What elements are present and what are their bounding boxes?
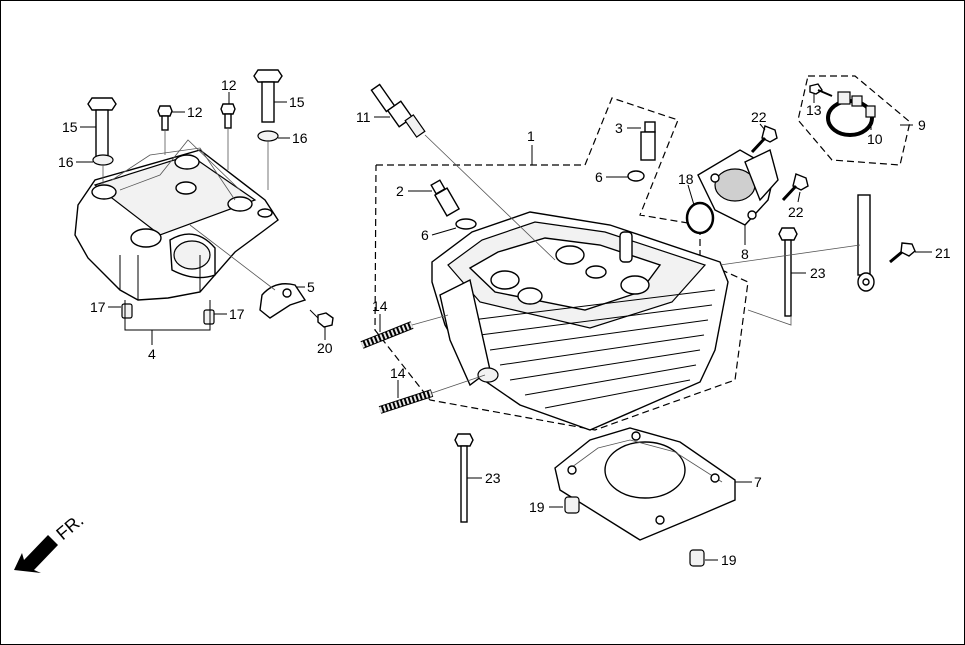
o-ring-6-right bbox=[627, 170, 645, 182]
bolt-15-right bbox=[253, 69, 283, 123]
callout-8: 8 bbox=[741, 246, 749, 262]
leader-lines bbox=[76, 92, 932, 561]
intake-pipe-8 bbox=[697, 149, 779, 226]
callout-10: 10 bbox=[867, 131, 883, 147]
bolt-12-left bbox=[157, 105, 173, 131]
dowel-pin-17-left bbox=[121, 303, 133, 319]
stud-bolt-14-upper bbox=[360, 321, 414, 349]
callout-16-right: 16 bbox=[292, 130, 308, 146]
cylinder-head bbox=[431, 211, 729, 431]
callout-21: 21 bbox=[935, 245, 951, 261]
spark-plug-11 bbox=[370, 83, 426, 138]
valve-fitting-2 bbox=[430, 179, 461, 217]
callout-17-right: 17 bbox=[229, 306, 245, 322]
long-bolt-23-left bbox=[454, 433, 474, 523]
long-bolt-23-right bbox=[778, 227, 798, 317]
camshaft-holder bbox=[74, 149, 279, 301]
bolt-12-right bbox=[220, 103, 236, 129]
callout-15-left: 15 bbox=[62, 119, 78, 135]
bolt-21 bbox=[889, 242, 916, 264]
callout-11: 11 bbox=[356, 109, 371, 125]
callout-6-right: 6 bbox=[595, 169, 603, 185]
callout-7: 7 bbox=[754, 474, 762, 490]
front-direction-arrow: FR. bbox=[14, 510, 87, 573]
callout-labels: 1 2 3 4 5 6 6 7 8 9 10 11 12 12 13 14 14… bbox=[58, 77, 951, 568]
dowel-collar-19-lower bbox=[689, 549, 705, 567]
dowel-collar-19-upper bbox=[564, 496, 580, 514]
callout-1: 1 bbox=[527, 128, 535, 144]
callout-12-right: 12 bbox=[221, 77, 237, 93]
bolt-22-lower bbox=[781, 173, 809, 202]
bolt-20 bbox=[309, 309, 334, 328]
callout-22-lower: 22 bbox=[788, 204, 804, 220]
callout-4: 4 bbox=[148, 346, 156, 362]
callout-18: 18 bbox=[678, 171, 694, 187]
callout-17-left: 17 bbox=[90, 299, 106, 315]
sensor-cable bbox=[857, 194, 875, 292]
cylinder-head-gasket-7 bbox=[554, 427, 736, 541]
callout-5: 5 bbox=[307, 279, 315, 295]
callout-9: 9 bbox=[918, 117, 926, 133]
valve-fitting-3 bbox=[640, 121, 656, 161]
clamp-group-boundary bbox=[797, 75, 911, 166]
screw-13 bbox=[809, 83, 833, 97]
washer-16-right bbox=[257, 130, 279, 142]
callout-2: 2 bbox=[396, 183, 404, 199]
front-direction-label: FR. bbox=[52, 510, 87, 544]
callout-16-left: 16 bbox=[58, 154, 74, 170]
bolt-15-left bbox=[87, 97, 117, 159]
cylinder-head-group-boundary bbox=[374, 97, 749, 431]
callout-20: 20 bbox=[317, 340, 333, 356]
bolt-22-upper bbox=[750, 125, 778, 154]
callout-23-left: 23 bbox=[485, 470, 501, 486]
callout-13: 13 bbox=[806, 102, 822, 118]
callout-19-upper: 19 bbox=[529, 499, 545, 515]
washer-16-left bbox=[92, 154, 114, 166]
stud-bolt-14-lower bbox=[378, 389, 434, 414]
o-ring-18 bbox=[685, 201, 715, 235]
callout-3: 3 bbox=[615, 120, 623, 136]
callout-14-lower: 14 bbox=[390, 365, 406, 381]
callout-19-lower: 19 bbox=[721, 552, 737, 568]
callout-15-right: 15 bbox=[289, 94, 305, 110]
hose-clamp-9 bbox=[826, 91, 874, 137]
callout-22-upper: 22 bbox=[751, 109, 767, 125]
callout-6-left: 6 bbox=[421, 227, 429, 243]
o-ring-6-left bbox=[455, 218, 477, 230]
callout-12-left: 12 bbox=[187, 104, 203, 120]
nut-10 bbox=[865, 105, 876, 118]
dowel-pin-17-right bbox=[203, 309, 215, 325]
setting-plate-5 bbox=[259, 283, 307, 319]
callout-23-right: 23 bbox=[810, 265, 826, 281]
callout-14-upper: 14 bbox=[372, 298, 388, 314]
